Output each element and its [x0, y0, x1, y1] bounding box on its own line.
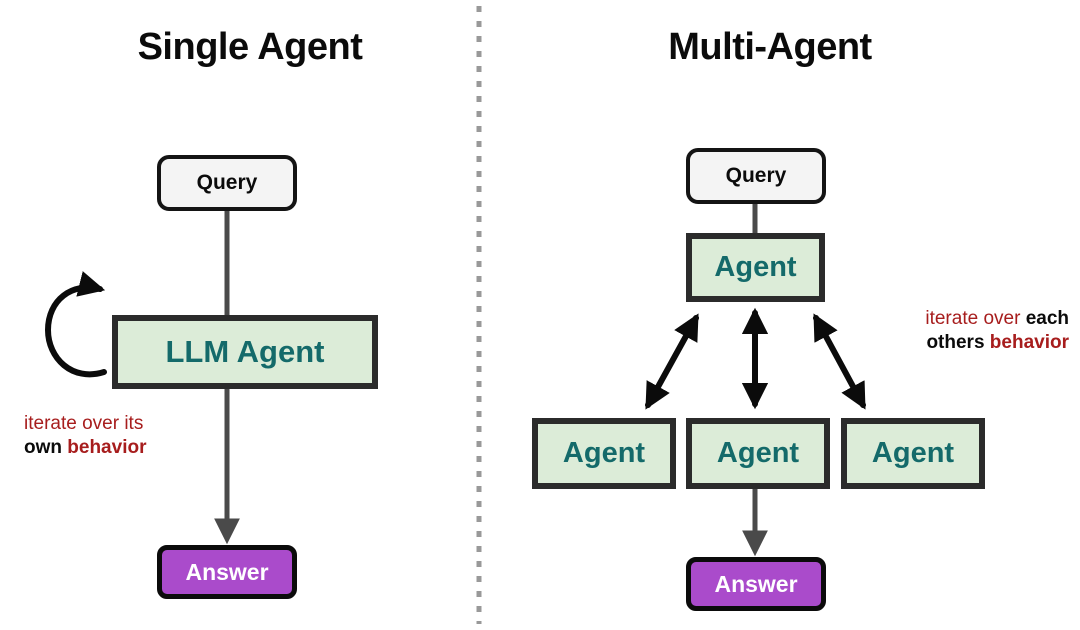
- node-agent-right[interactable]: Agent: [841, 418, 985, 489]
- annotation-right-text-red-bold: behavior: [989, 332, 1069, 353]
- annotation-left-text-red: iterate over its: [24, 413, 144, 434]
- node-agent-top[interactable]: Agent: [686, 233, 825, 302]
- edge-agent-top-to-agent-right: [813, 313, 866, 410]
- panel-title-multi-agent: Multi-Agent: [668, 26, 872, 68]
- annotation-left-text-black-bold: own: [24, 437, 62, 458]
- annotation-right-line-2: others behavior: [869, 331, 1069, 355]
- node-query-left[interactable]: Query: [157, 155, 297, 211]
- annotation-right-text-red: iterate over: [925, 308, 1021, 329]
- node-query-right[interactable]: Query: [686, 148, 826, 204]
- annotation-iterate-own-behavior: iterate over its own behavior: [24, 412, 146, 460]
- annotation-left-line-2: own behavior: [24, 436, 146, 460]
- edge-self-loop: [44, 271, 107, 378]
- annotation-left-text-red-bold: behavior: [67, 437, 147, 458]
- annotation-left-line-1: iterate over its: [24, 412, 146, 436]
- annotation-right-line-1: iterate over each: [869, 307, 1069, 331]
- node-answer-left[interactable]: Answer: [157, 545, 297, 599]
- node-llm-agent[interactable]: LLM Agent: [112, 315, 378, 389]
- annotation-right-text-black-bold-each: each: [1025, 308, 1069, 329]
- edge-agent-top-to-agent-left: [645, 313, 699, 410]
- node-answer-right[interactable]: Answer: [686, 557, 826, 611]
- node-agent-middle[interactable]: Agent: [686, 418, 830, 489]
- annotation-right-text-black-bold-others: others: [926, 332, 985, 353]
- annotation-iterate-each-others-behavior: iterate over each others behavior: [869, 307, 1069, 355]
- panel-title-single-agent: Single Agent: [137, 26, 363, 68]
- node-agent-left[interactable]: Agent: [532, 418, 676, 489]
